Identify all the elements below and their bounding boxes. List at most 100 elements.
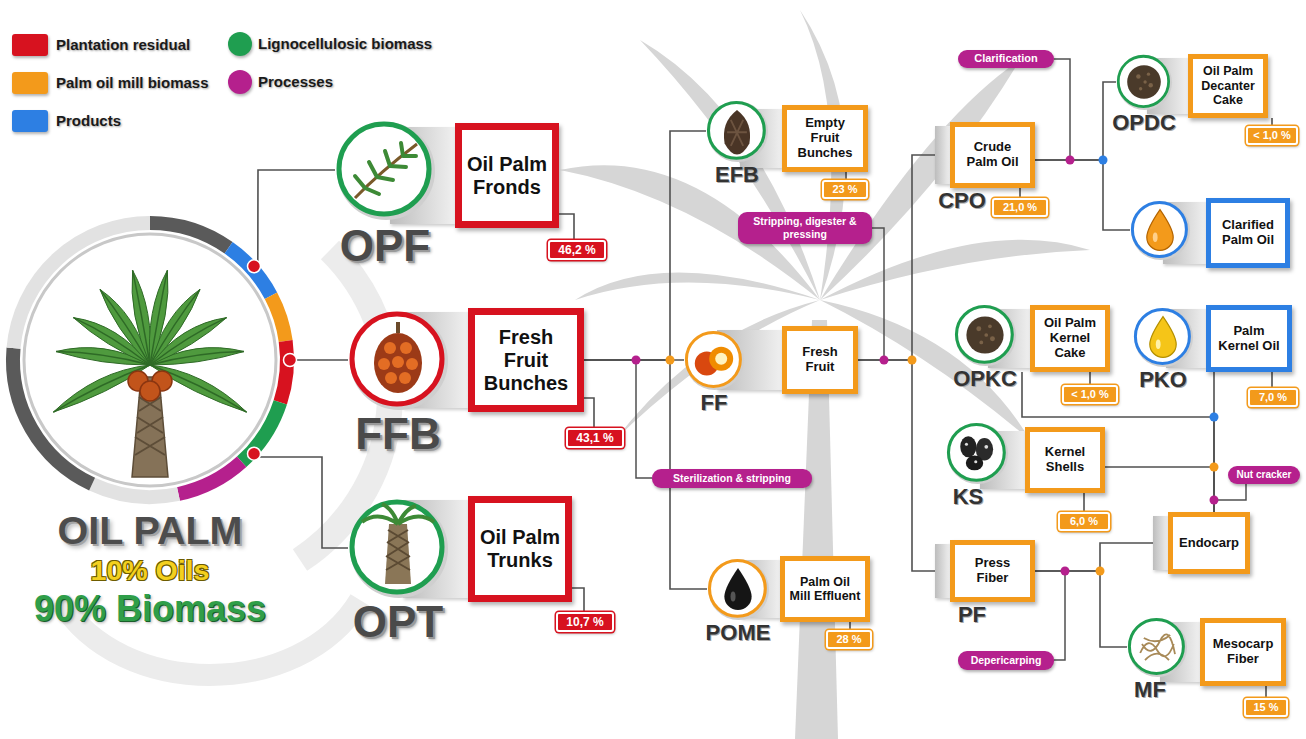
product-node: Empty Fruit BunchesEFB (706, 100, 868, 172)
product-name: Palm Kernel Oil (1214, 324, 1284, 354)
drawing-part (400, 342, 412, 354)
product-box: Crude Palm Oil (950, 122, 1035, 188)
product-box: Oil Palm Decanter Cake (1188, 54, 1268, 118)
drawing-part (1127, 65, 1161, 99)
connector (1271, 118, 1273, 126)
drawing-part (1150, 317, 1176, 358)
percentage-value: 23 % (826, 184, 864, 195)
legend-swatch (228, 32, 252, 56)
product-junctions (1099, 156, 1219, 422)
drawing-part (1129, 619, 1183, 673)
branch-dot (248, 260, 261, 273)
material-icon (1130, 200, 1190, 260)
percentage-value: 28 % (830, 634, 868, 645)
abbreviation-holder: FFB (355, 412, 441, 456)
process-pill: Depericarping (958, 651, 1054, 670)
abbreviation-holder: OPKC (953, 368, 1017, 390)
connector (845, 172, 847, 180)
legend-swatch (12, 72, 48, 94)
material-icon (946, 422, 1008, 484)
abbreviation: KS (953, 486, 984, 508)
product-node: Palm Oil Mill EffluentPOME (707, 556, 870, 622)
drawing-part (350, 312, 448, 410)
product-box: Clarified Palm Oil (1206, 198, 1290, 268)
drawing-part (988, 324, 992, 328)
product-name: Oil Palm Kernel Cake (1038, 316, 1102, 361)
drawing-part (1140, 634, 1175, 660)
abbreviation: OPKC (953, 368, 1017, 390)
palm-frond (150, 365, 247, 412)
process-pill: Clarification (958, 50, 1054, 68)
process-name: Stripping, digester & pressing (743, 215, 867, 240)
connector (258, 457, 348, 548)
product-name: Mesocarp Fiber (1208, 637, 1278, 667)
percentage-value: < 1,0 % (1066, 389, 1114, 400)
product-box: Palm Oil Mill Effluent (780, 556, 870, 622)
drawing-part (1128, 618, 1187, 677)
connector (858, 155, 935, 360)
drawing-part (708, 559, 769, 620)
drawing-part (1139, 87, 1142, 90)
branch-dot (248, 447, 261, 460)
product-box: Palm Kernel Oil (1206, 305, 1292, 372)
abbreviation-holder: MF (1134, 679, 1166, 701)
percentage-tag: 28 % (826, 630, 872, 649)
frond-midrib (150, 365, 247, 412)
connector (1035, 160, 1130, 230)
oil-palm-illustration (6, 216, 297, 504)
product-name: Fresh Fruit Bunches (478, 326, 574, 395)
palm-frond (132, 270, 151, 365)
palm-frond (53, 365, 150, 412)
drawing-part (976, 326, 981, 331)
oil-palm-circle: OIL PALM10% Oils90% Biomass (5, 215, 295, 640)
drawing-part (1131, 201, 1190, 260)
product-node: Clarified Palm Oil (1130, 198, 1290, 268)
drawing-part (378, 342, 418, 384)
material-icon (348, 310, 448, 410)
legend-text: Lignocellulosic biomass (258, 35, 432, 52)
abbreviation-holder: CPO (938, 190, 986, 212)
abbreviation: FFB (355, 412, 441, 456)
product-node: Oil Palm Decanter CakeOPDC (1116, 54, 1268, 118)
silhouette-fronds (560, 10, 1090, 739)
abbreviation-holder: EFB (715, 164, 759, 186)
connector (1089, 372, 1091, 385)
connector (1035, 571, 1127, 647)
percentage-tag: 6,0 % (1058, 512, 1110, 531)
drawing-part (708, 102, 764, 158)
product-node: Crude Palm OilCPO (935, 122, 1035, 188)
product-node: Press FiberPF (935, 540, 1035, 602)
drawing-part (350, 500, 448, 598)
connector (1035, 543, 1153, 571)
drawing-part (731, 591, 736, 601)
connector (858, 360, 935, 571)
abbreviation-holder: OPF (340, 224, 430, 268)
legend-swatch (228, 70, 252, 94)
drawing-part (352, 314, 442, 404)
fruit-bunch (140, 381, 160, 401)
drawing-part (1134, 308, 1193, 367)
product-name: Fresh Fruit (790, 345, 850, 375)
process-pill: Stripping, digester & pressing (738, 212, 872, 244)
drawing-part (974, 460, 977, 463)
abbreviation-holder: FF (701, 392, 728, 414)
drawing-part (948, 424, 1004, 480)
drawing-part (384, 342, 396, 354)
product-box: Endocarp (1168, 512, 1250, 574)
drawing-part (966, 455, 983, 470)
product-name: Kernel Shells (1033, 445, 1097, 475)
product-node: Fresh FruitFF (684, 326, 858, 394)
process-dot (1061, 567, 1070, 576)
product-node: Endocarp (1153, 512, 1250, 574)
product-box: Mesocarp Fiber (1200, 618, 1286, 686)
product-box: Oil Palm Kernel Cake (1030, 305, 1110, 372)
drawing-part (1153, 232, 1158, 242)
abbreviation-holder: PF (958, 604, 986, 626)
drawing-part (385, 372, 397, 384)
drawing-part (399, 372, 411, 384)
product-name: Endocarp (1176, 536, 1242, 551)
percentage-tag: 43,1 % (566, 428, 624, 448)
abbreviation: POME (706, 622, 771, 644)
percentage-value: 43,1 % (570, 432, 620, 444)
split-dot (1099, 156, 1108, 165)
